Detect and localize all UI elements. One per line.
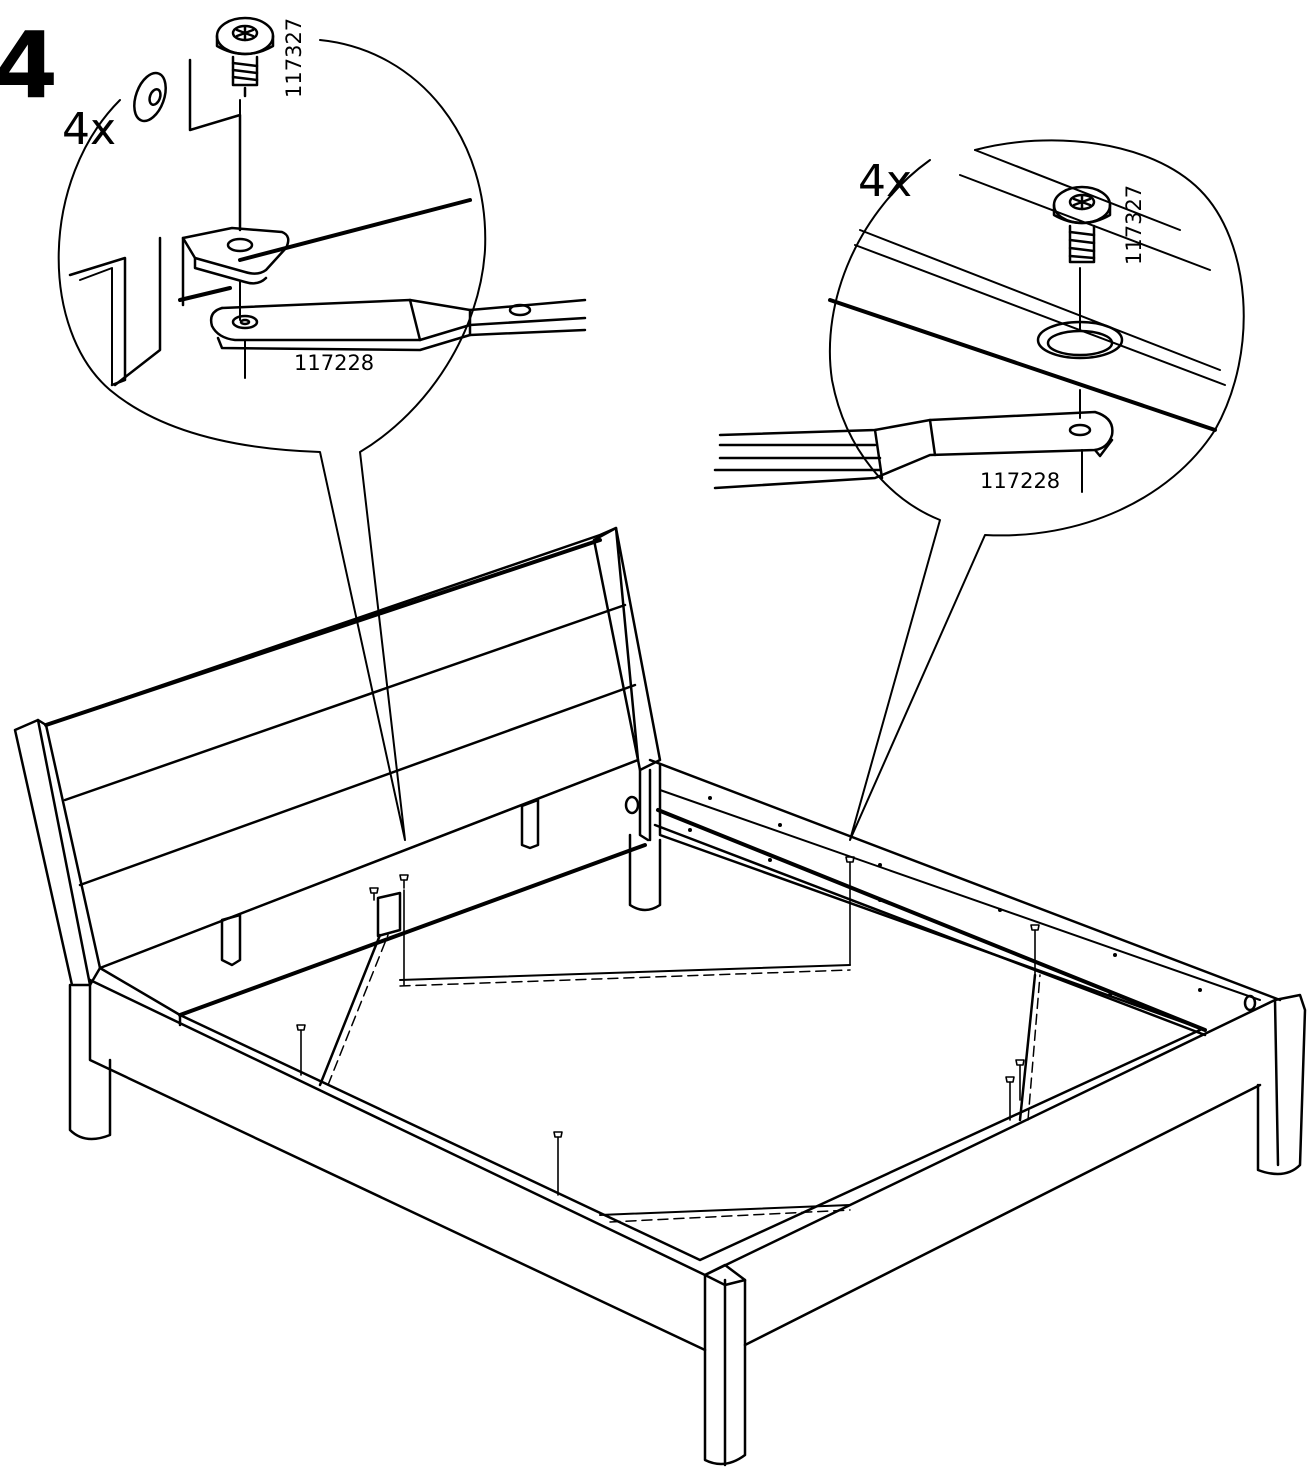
bracket-part-number-right: 117228 [980, 469, 1061, 493]
step-number: 4 [0, 12, 59, 119]
detail-bubble-right [713, 139, 1245, 841]
bracket-icon-right [713, 410, 1114, 490]
quantity-label-right: 4x [858, 156, 913, 207]
bed-frame [13, 526, 1307, 1467]
bracket-icon-left [209, 298, 587, 352]
quantity-label-left: 4x [62, 104, 117, 155]
detail-bubble-left [57, 16, 587, 841]
bracket-part-number-left: 117228 [294, 351, 375, 375]
screw-part-number-left: 117327 [282, 17, 306, 98]
screw-part-number-right: 117327 [1122, 184, 1146, 265]
screw-icon-left [215, 16, 275, 98]
screw-icon-right [1052, 185, 1112, 264]
